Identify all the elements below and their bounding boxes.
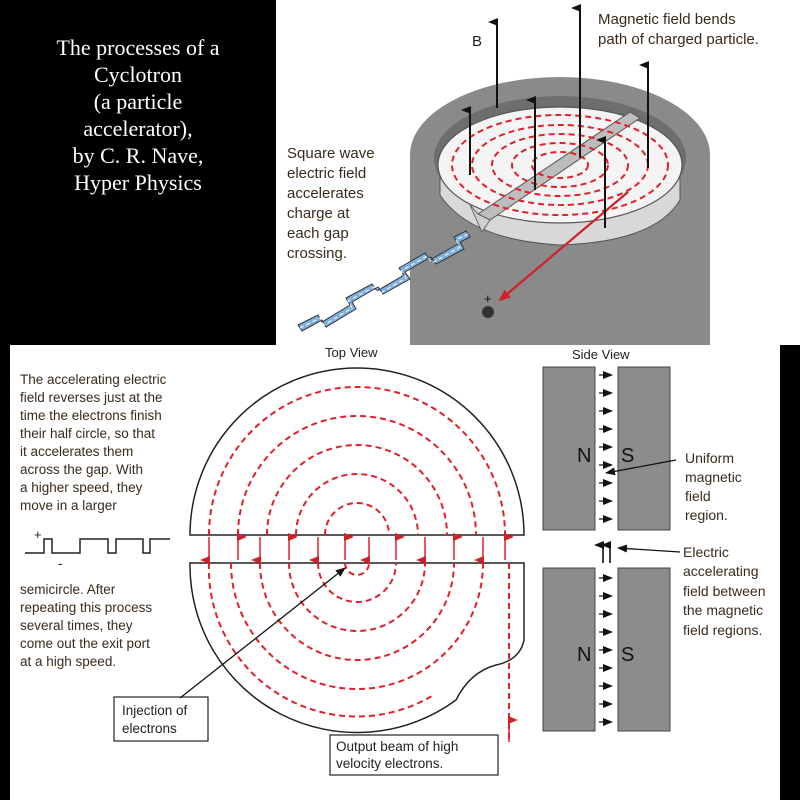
svg-text:semicircle. After: semicircle. After <box>20 582 116 597</box>
top-view-label: Top View <box>325 345 378 360</box>
wave-plus-label: + <box>34 527 42 542</box>
title-line: The processes of a <box>56 35 220 60</box>
injection-label-box <box>113 696 209 742</box>
svg-text:The accelerating electric: The accelerating electric <box>20 372 167 387</box>
svg-text:magnetic: magnetic <box>685 469 742 485</box>
svg-text:electric field: electric field <box>287 165 366 182</box>
svg-text:come out the exit port: come out the exit port <box>20 636 150 651</box>
pole-n-lower: N <box>577 644 591 666</box>
pole-s-lower: S <box>621 644 634 666</box>
side-view-magnets <box>542 366 671 732</box>
wave-minus-label: - <box>58 555 63 571</box>
uniform-pointer <box>605 459 677 476</box>
svg-text:Electric: Electric <box>683 544 729 560</box>
magnetic-label-line: path of charged particle. <box>598 31 759 48</box>
svg-text:Uniform: Uniform <box>685 450 734 466</box>
injection-label-line: electrons <box>122 721 177 736</box>
svg-text:accelerating: accelerating <box>683 563 759 579</box>
orbit-paths-3d <box>451 114 669 216</box>
uniform-label: Uniform magnetic field region. <box>685 450 742 523</box>
b-field-arrows <box>461 4 649 228</box>
svg-text:Square wave: Square wave <box>287 145 375 162</box>
title-line: by C. R. Nave, <box>72 143 204 168</box>
svg-text:each gap: each gap <box>287 225 349 242</box>
svg-text:charge at: charge at <box>287 205 350 222</box>
svg-text:across the gap. With: across the gap. With <box>20 462 143 477</box>
side-field-arrows <box>599 371 613 726</box>
injection-pointer <box>179 567 346 699</box>
electric-up-arrows <box>594 541 611 563</box>
title-line: Hyper Physics <box>74 170 202 195</box>
svg-text:crossing.: crossing. <box>287 245 347 262</box>
particle-plus-label: + <box>484 291 492 306</box>
svg-text:field reverses just at the: field reverses just at the <box>20 390 163 405</box>
svg-text:at a high speed.: at a high speed. <box>20 654 116 669</box>
svg-text:field: field <box>685 488 711 504</box>
orbit-paths-top <box>207 386 510 740</box>
explanation-text-2: semicircle. After repeating this process… <box>20 582 152 669</box>
svg-text:move in a larger: move in a larger <box>20 498 117 513</box>
svg-text:several times, they: several times, they <box>20 618 133 633</box>
explanation-text-1: The accelerating electric field reverses… <box>20 372 167 513</box>
pole-n-upper: N <box>577 445 591 467</box>
svg-text:repeating this process: repeating this process <box>20 600 152 615</box>
square-wave-label: Square wave electric field accelerates c… <box>287 145 375 262</box>
square-wave-line <box>299 233 469 329</box>
title-line: (a particle <box>93 89 183 114</box>
svg-text:region.: region. <box>685 507 728 523</box>
title-box: The processes of a Cyclotron (a particle… <box>0 0 276 300</box>
svg-text:their half circle, so that: their half circle, so that <box>20 426 155 441</box>
svg-text:the magnetic: the magnetic <box>683 602 763 618</box>
svg-text:time the electrons finish: time the electrons finish <box>20 408 162 423</box>
gap-arrows <box>200 533 518 742</box>
side-view-label: Side View <box>572 347 630 362</box>
output-label-line: Output beam of high <box>336 739 458 754</box>
square-wave-small <box>25 538 170 554</box>
svg-text:accelerates: accelerates <box>287 185 364 202</box>
exit-path-arrow <box>498 191 629 302</box>
svg-text:field regions.: field regions. <box>683 622 762 638</box>
title-line: accelerator), <box>83 116 193 141</box>
svg-text:a higher speed, they: a higher speed, they <box>20 480 143 495</box>
b-label: B <box>472 33 482 50</box>
square-wave-ribbon <box>297 230 471 332</box>
output-label-box <box>329 734 499 776</box>
top-view-dees <box>189 367 525 734</box>
injection-label-line: Injection of <box>122 703 188 718</box>
electric-pointer <box>617 544 681 553</box>
pole-s-upper: S <box>621 445 634 467</box>
svg-text:field between: field between <box>683 583 766 599</box>
magnetic-label-line: Magnetic field bends <box>598 11 736 28</box>
output-label-line: velocity electrons. <box>336 756 443 771</box>
svg-text:it accelerates them: it accelerates them <box>20 444 133 459</box>
electric-label: Electric accelerating field between the … <box>683 544 766 638</box>
charged-particle <box>482 306 494 318</box>
title-line: Cyclotron <box>94 62 182 87</box>
